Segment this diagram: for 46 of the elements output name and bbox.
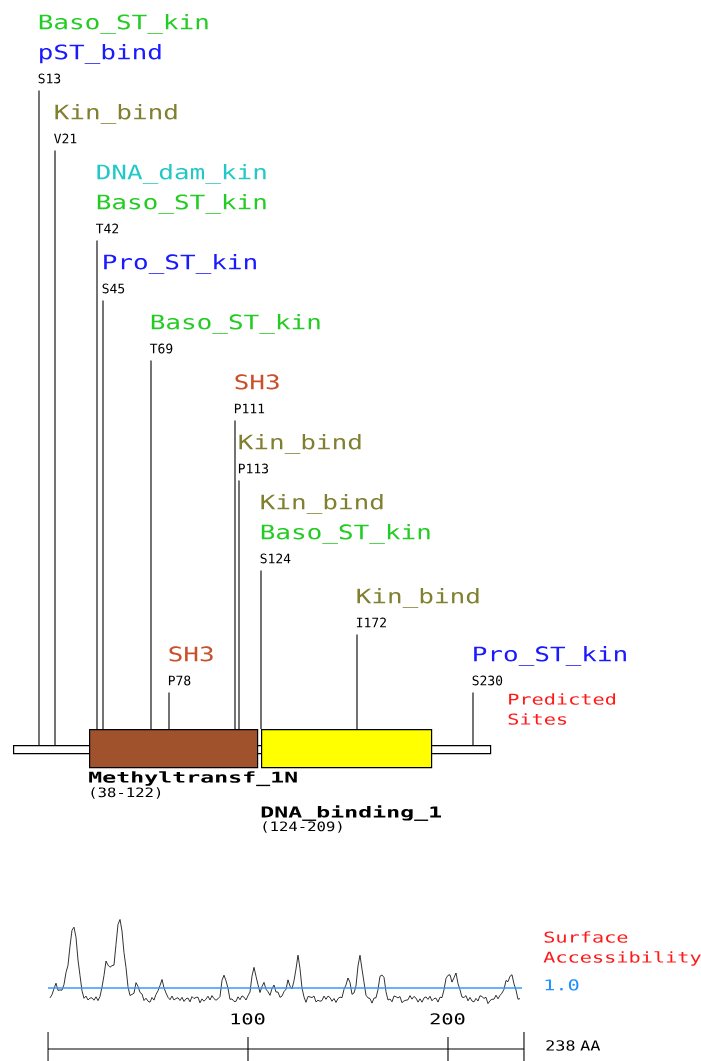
site-line: [102, 299, 104, 730]
residue-label: V21: [54, 133, 77, 144]
residue-label: S124: [260, 553, 291, 564]
residue-label: P111: [234, 403, 265, 414]
site-line: [54, 149, 56, 746]
motif-label: Baso_ST_kin: [261, 524, 430, 544]
length-label: 238 AA: [546, 1040, 601, 1051]
motif-label: DNA_dam_kin: [97, 164, 266, 184]
residue-label: P113: [238, 463, 269, 474]
site-line: [238, 479, 240, 730]
motif-label: Baso_ST_kin: [39, 14, 208, 34]
tick-label: 200: [430, 1013, 465, 1025]
domain-range: (124-209): [263, 821, 342, 833]
domain-name: Methyltransf_1N: [89, 771, 297, 787]
site-line: [356, 633, 358, 730]
residue-label: T42: [96, 223, 119, 234]
site-line: [472, 691, 474, 746]
residue-label: S13: [38, 73, 61, 84]
motif-label: Pro_ST_kin: [104, 254, 256, 274]
residue-label: S45: [102, 283, 125, 294]
residue-label: I172: [356, 617, 386, 628]
site-line: [38, 89, 40, 746]
site-line: [96, 239, 98, 730]
motif-label: Pro_ST_kin: [474, 646, 626, 666]
motif-label: pST_bind: [40, 44, 161, 64]
site-line: [168, 691, 170, 730]
residue-label: P78: [168, 675, 191, 686]
residue-label: S230: [472, 675, 503, 686]
motif-label: SH3: [169, 646, 213, 662]
accessibility-caption: Surface Accessibility: [543, 931, 701, 966]
motif-label: Baso_ST_kin: [97, 194, 266, 214]
site-line: [260, 569, 262, 730]
motif-label: SH3: [235, 374, 279, 390]
site-line: [150, 359, 152, 730]
domain-name: DNA_binding_1: [261, 805, 442, 821]
motif-label: Baso_ST_kin: [151, 314, 320, 334]
motif-label: Kin_bind: [239, 434, 361, 454]
reference-value: 1.0: [545, 979, 579, 991]
motif-label: Kin_bind: [261, 494, 383, 514]
site-caption: Predicted Sites: [508, 693, 615, 725]
domain-range: (38-122): [91, 787, 161, 799]
tick-label: 100: [231, 1013, 265, 1025]
site-line: [234, 419, 236, 730]
motif-label: Kin_bind: [55, 104, 177, 124]
residue-label: T69: [150, 343, 173, 354]
motif-label: Kin_bind: [357, 588, 479, 608]
